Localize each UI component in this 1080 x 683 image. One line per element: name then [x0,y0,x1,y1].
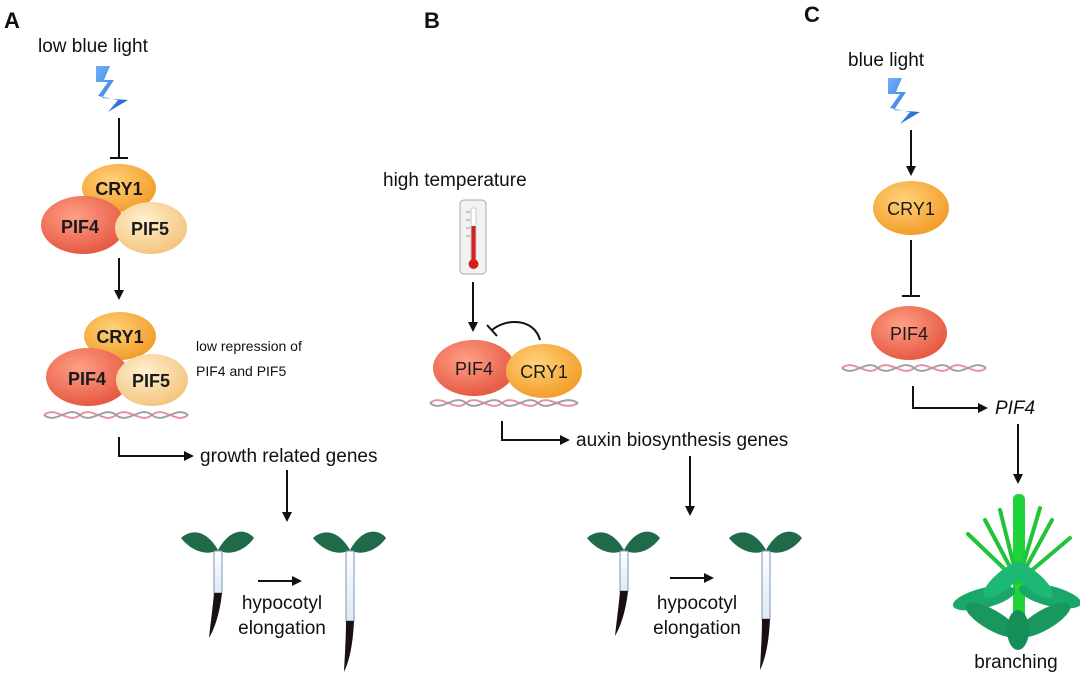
promoter-arrow-a [118,437,194,461]
cry1-label-a2: CRY1 [96,327,143,347]
outcome-a-line2: elongation [238,618,326,639]
note-a-line2: PIF4 and PIF5 [196,363,286,379]
outcome-b-line2: elongation [653,618,741,639]
complex-b: PIF4 CRY1 [433,340,582,398]
seedling-tall-a [313,531,386,672]
panel-b-stimulus: high temperature [383,170,527,191]
seedling-short-a [181,531,254,638]
complex-a2: CRY1 PIF4 PIF5 [46,312,188,406]
note-a-line1: low repression of [196,338,302,354]
pif4-label-a1: PIF4 [61,217,99,237]
promoter-arrow-c [912,386,988,413]
cry1-protein-c [873,181,949,235]
panel-c-label: C [804,2,820,27]
complex-a1: CRY1 PIF4 PIF5 [41,164,187,254]
outcome-a-line1: hypocotyl [242,593,322,614]
blue-light-bolt-icon-c [888,78,920,124]
feedback-inhibition-bar-b [486,324,498,337]
promoter-arrow-b [501,421,570,445]
thermometer-icon [459,199,487,275]
panel-a-label: A [4,8,20,33]
pif4-label-a2: PIF4 [68,369,106,389]
panel-b: B high temperature PIF4 CRY1 [383,8,802,670]
pif5-protein-a2 [116,354,188,406]
target-genes-a: growth related genes [200,446,377,467]
branching-plant-icon [952,494,1080,650]
outcome-c: branching [974,652,1057,673]
target-genes-b: auxin biosynthesis genes [576,430,788,451]
target-gene-c: PIF4 [995,398,1035,419]
seedling-tall-b [729,531,802,670]
pif4-protein-a2 [46,348,130,406]
blue-light-bolt-icon [96,66,128,112]
panel-a-stimulus: low blue light [38,36,149,57]
pif5-protein-a1 [115,202,187,254]
cry1-label-b: CRY1 [520,362,568,382]
seedling-short-b [587,531,660,636]
cry1-protein-b [506,344,582,398]
pif4-protein-b [433,340,515,396]
pif5-label-a2: PIF5 [132,371,170,391]
cry1-label-c: CRY1 [887,199,935,219]
panel-b-label: B [424,8,440,33]
dna-helix-a [43,411,189,419]
panel-c: C blue light CRY1 PIF4 PIF4 [804,2,1080,673]
feedback-inhibition-b [491,320,541,341]
pif5-label-a1: PIF5 [131,219,169,239]
outcome-b-line1: hypocotyl [657,593,737,614]
pif4-protein-c [871,306,947,360]
pif4-label-b: PIF4 [455,359,493,379]
pif4-label-c: PIF4 [890,324,928,344]
dna-helix-c [841,364,987,372]
panel-a: A low blue light CRY1 PIF4 PIF5 CRY1 PIF… [4,8,386,672]
pif4-protein-a1 [41,196,125,254]
cry1-protein-a2 [84,312,156,360]
dna-helix-b [429,399,579,407]
panel-c-stimulus: blue light [848,50,925,71]
cry1-label-a1: CRY1 [95,179,142,199]
